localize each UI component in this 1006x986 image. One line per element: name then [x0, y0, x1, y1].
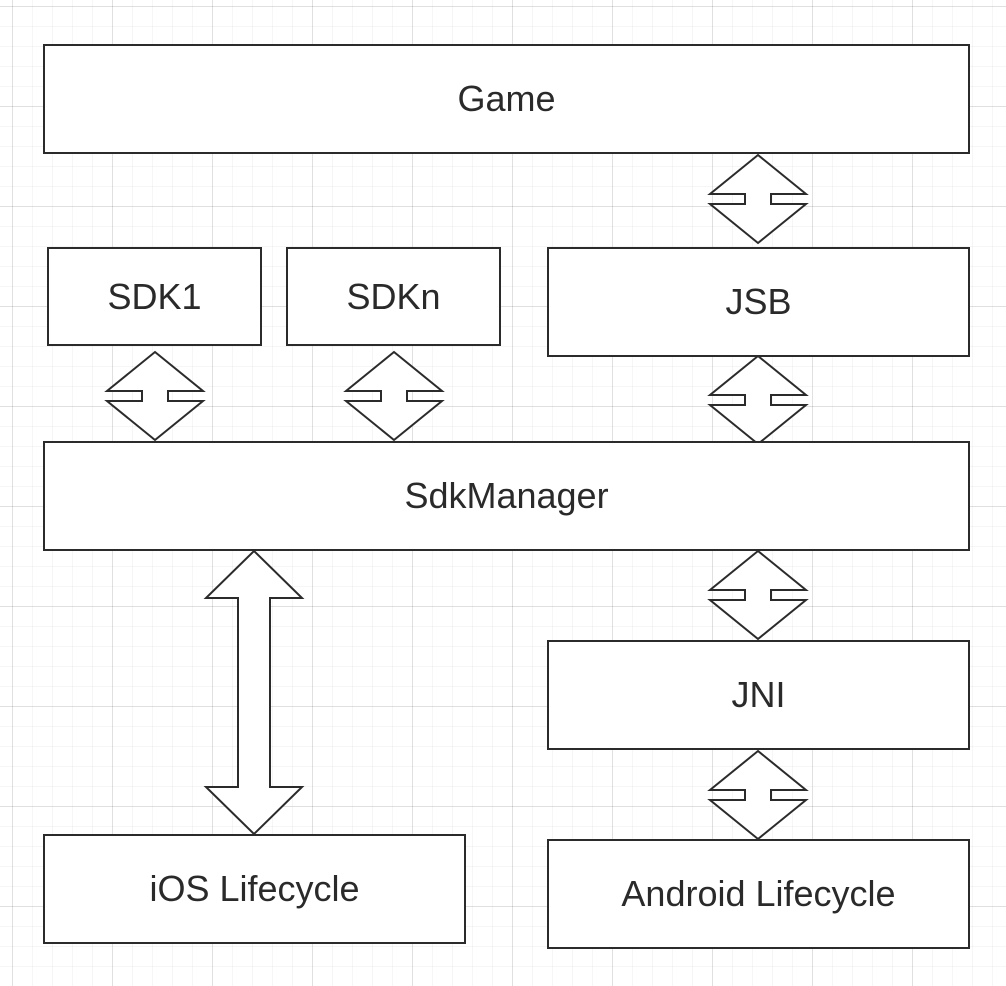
node-game: Game: [43, 44, 970, 154]
node-android-lifecycle: Android Lifecycle: [547, 839, 970, 949]
node-jni: JNI: [547, 640, 970, 750]
node-ios-lifecycle-label: iOS Lifecycle: [149, 868, 360, 909]
node-sdkn: SDKn: [286, 247, 501, 346]
node-game-label: Game: [457, 78, 556, 119]
arrow-sdk1-sdkmanager: [104, 350, 206, 442]
node-ios-lifecycle: iOS Lifecycle: [43, 834, 466, 944]
arrow-sdkmanager-jni: [707, 549, 809, 641]
node-sdk-manager-label: SdkManager: [404, 475, 609, 516]
node-sdk1: SDK1: [47, 247, 262, 346]
arrow-sdkn-sdkmanager: [343, 350, 445, 442]
arrow-jsb-sdkmanager: [707, 354, 809, 446]
arrow-jni-android: [707, 749, 809, 841]
arrow-sdkmanager-ios: [203, 549, 305, 836]
node-sdkn-label: SDKn: [346, 275, 441, 317]
node-sdk-manager: SdkManager: [43, 441, 970, 551]
node-sdk1-label: SDK1: [107, 275, 202, 317]
node-android-lifecycle-label: Android Lifecycle: [621, 873, 896, 914]
arrow-game-jsb: [707, 153, 809, 245]
node-jsb: JSB: [547, 247, 970, 357]
node-jsb-label: JSB: [725, 281, 792, 322]
node-jni-label: JNI: [731, 674, 786, 715]
